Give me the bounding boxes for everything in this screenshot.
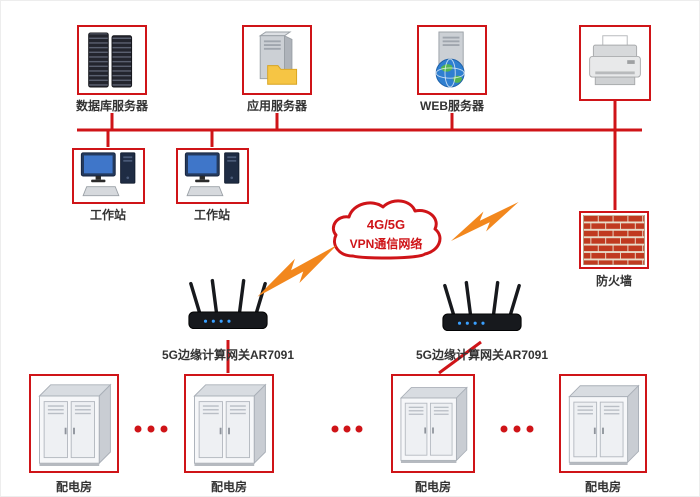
workstation-node bbox=[72, 148, 145, 204]
globe-icon bbox=[435, 58, 465, 88]
workstation-icon bbox=[184, 152, 239, 197]
gateway-label: 5G边缘计算网关AR7091 bbox=[415, 348, 549, 362]
folder-icon bbox=[267, 65, 298, 85]
lightning-icon bbox=[451, 202, 519, 241]
cloud-icon bbox=[331, 199, 442, 260]
workstation-label: 工作站 bbox=[193, 208, 231, 222]
application-server-icon bbox=[258, 31, 298, 85]
vpn-cloud: 4G/5G VPN通信网络 bbox=[323, 191, 449, 273]
printer-node bbox=[579, 25, 651, 101]
power-room-label: 配电房 bbox=[210, 480, 248, 494]
firewall-label: 防火墙 bbox=[595, 274, 633, 288]
database-server-node bbox=[77, 25, 147, 95]
cloud-network-label-line1: 4G/5G bbox=[366, 217, 406, 232]
web-server-icon bbox=[435, 31, 465, 88]
power-room-node bbox=[391, 374, 475, 473]
workstation-icon bbox=[80, 152, 135, 197]
brick-wall-icon bbox=[583, 215, 645, 265]
distribution-cabinet-icon bbox=[38, 383, 112, 466]
distribution-cabinet-icon bbox=[568, 384, 640, 465]
router-icon bbox=[188, 278, 268, 330]
power-room-node bbox=[184, 374, 274, 473]
firewall-node bbox=[579, 211, 649, 269]
database-server-icon bbox=[88, 32, 133, 88]
power-room-node bbox=[559, 374, 647, 473]
power-room-label: 配电房 bbox=[55, 480, 93, 494]
router-icon bbox=[442, 280, 522, 332]
gateway-router bbox=[438, 279, 526, 343]
power-room-label: 配电房 bbox=[414, 480, 452, 494]
distribution-cabinet-icon bbox=[193, 383, 267, 466]
application-server-node bbox=[242, 25, 312, 95]
web-server-node bbox=[417, 25, 487, 95]
application-server-label: 应用服务器 bbox=[246, 99, 308, 113]
workstation-label: 工作站 bbox=[89, 208, 127, 222]
web-server-label: WEB服务器 bbox=[420, 99, 484, 113]
database-server-label: 数据库服务器 bbox=[75, 99, 149, 113]
printer-icon bbox=[589, 35, 641, 86]
antenna-icons bbox=[443, 280, 521, 317]
gateway-router bbox=[184, 277, 272, 341]
workstation-node bbox=[176, 148, 249, 204]
distribution-cabinet-icon bbox=[399, 386, 468, 463]
power-room-node bbox=[29, 374, 119, 473]
gateway-label: 5G边缘计算网关AR7091 bbox=[161, 348, 295, 362]
power-room-label: 配电房 bbox=[584, 480, 622, 494]
cloud-network-label-line2: VPN通信网络 bbox=[349, 237, 423, 251]
antenna-icons bbox=[189, 278, 267, 315]
